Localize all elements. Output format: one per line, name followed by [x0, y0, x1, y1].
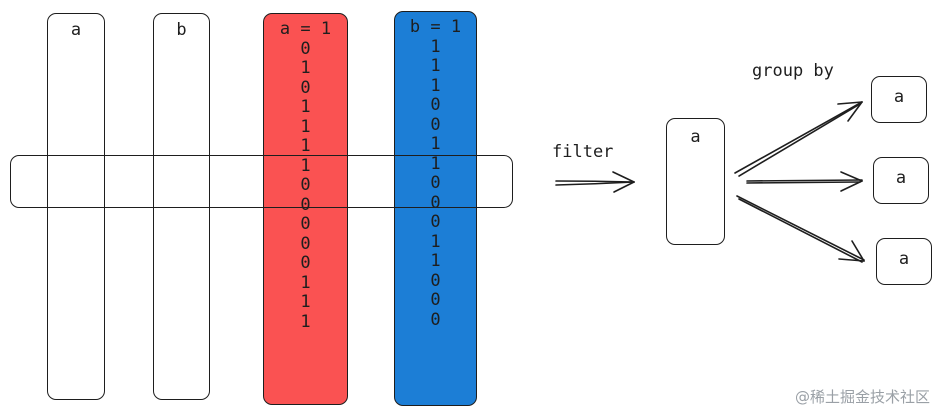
bitmap-value: 0	[300, 175, 311, 195]
filter-arrow-icon	[555, 171, 635, 193]
group-box-3-label: a	[898, 249, 910, 269]
bitmap-value: 0	[300, 214, 311, 234]
bitmap-value: 0	[430, 309, 441, 330]
group-box-2: a	[873, 157, 929, 204]
bitmap-value: 0	[300, 38, 311, 59]
bitmap-value: 1	[300, 292, 311, 312]
bitmap-value: 1	[300, 136, 311, 156]
group-by-arrow-middle-icon	[746, 171, 863, 192]
bitmap-value: 0	[300, 194, 311, 215]
column-a: a	[47, 13, 105, 400]
bitmap-value: 1	[430, 153, 441, 174]
bitmap-header: a = 1	[279, 19, 332, 39]
group-by-label: group by	[752, 61, 834, 81]
watermark: @稀土掘金技术社区	[794, 388, 930, 406]
bitmap-value: 0	[430, 192, 441, 213]
group-box-3: a	[876, 238, 932, 285]
filtered-column-box: a	[666, 118, 725, 245]
bitmap-value: 0	[430, 95, 441, 115]
bitmap-value: 1	[430, 75, 441, 96]
column-b-label: b	[176, 20, 187, 40]
bitmap-value: 0	[430, 173, 441, 193]
bitmap-value: 1	[300, 97, 311, 117]
column-a-label: a	[70, 20, 82, 40]
bitmap-value: 0	[430, 270, 441, 291]
group-box-1: a	[871, 76, 927, 123]
column-b: b	[153, 13, 210, 400]
bitmap-value: 0	[300, 233, 311, 254]
group-box-1-label: a	[893, 87, 905, 107]
bitmap-value: 0	[430, 290, 441, 310]
group-box-2-label: a	[895, 168, 907, 188]
bitmap-value: 0	[430, 212, 441, 232]
bitmap-value: 1	[300, 311, 311, 332]
bitmap-header: b = 1	[409, 17, 462, 37]
bitmap-value: 1	[430, 134, 441, 154]
selected-rows-band	[10, 155, 513, 208]
bitmap-value: 1	[430, 36, 441, 57]
bitmap-value: 0	[430, 114, 441, 135]
bitmap-value: 1	[300, 58, 311, 78]
bitmap-value: 1	[300, 272, 311, 293]
group-by-arrow-down-icon	[736, 195, 865, 263]
bitmap-value: 1	[430, 231, 441, 252]
bitmap-value: 1	[430, 56, 441, 76]
bitmap-value: 1	[300, 155, 311, 176]
bitmap-value: 1	[300, 116, 311, 137]
bitmap-value: 0	[300, 77, 311, 98]
group-by-arrow-up-icon	[734, 101, 863, 177]
filtered-column-label: a	[690, 127, 701, 147]
bitmap-value: 1	[430, 251, 441, 271]
filter-label: filter	[552, 142, 614, 162]
bitmap-value: 0	[300, 253, 311, 273]
